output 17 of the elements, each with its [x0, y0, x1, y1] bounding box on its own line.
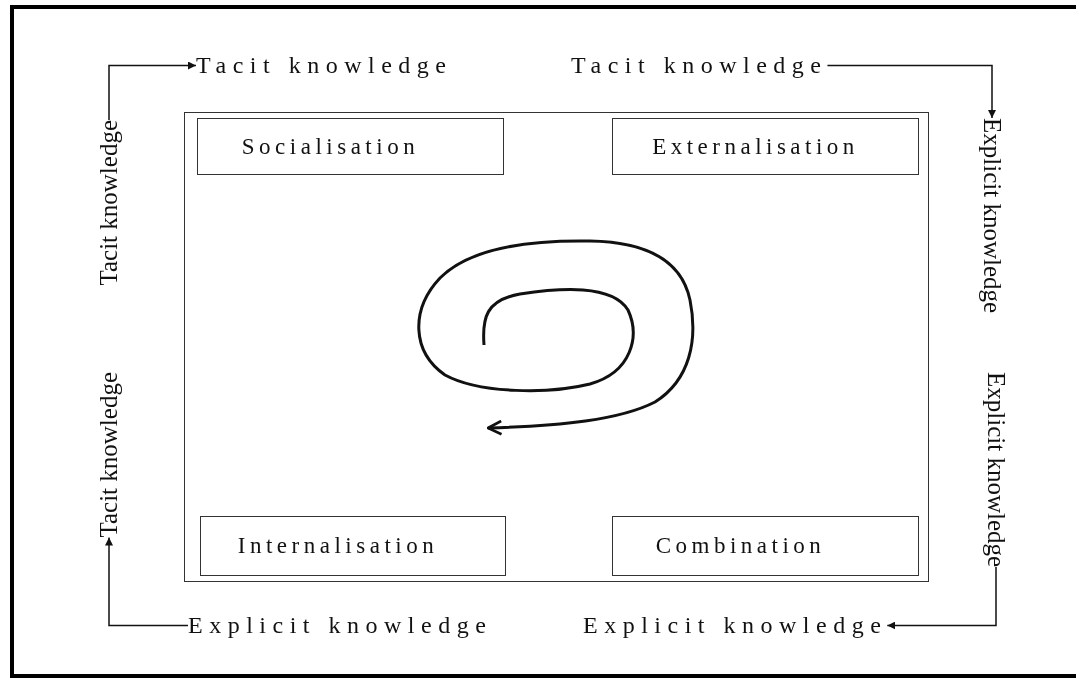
inner-frame [184, 112, 929, 582]
text-label: Tacit knowledge [196, 52, 453, 79]
arrow [105, 536, 189, 627]
vertical-text-label: Explicit knowledge [982, 372, 1010, 568]
vertical-text-label: Explicit knowledge [978, 118, 1006, 314]
vertical-text-label: Tacit knowledge [95, 372, 123, 538]
vertical-text-label: Tacit knowledge [95, 120, 123, 286]
text-label: Explicit knowledge [583, 612, 888, 639]
arrow [886, 566, 997, 630]
mode-label-box: Internalisation [200, 516, 506, 576]
mode-label-box: Externalisation [612, 118, 919, 175]
text-label: Tacit knowledge [571, 52, 828, 79]
text-label: Explicit knowledge [188, 612, 493, 639]
mode-label-box: Socialisation [197, 118, 504, 175]
mode-label-box: Combination [612, 516, 919, 576]
arrow [826, 64, 996, 119]
arrow [108, 61, 197, 121]
